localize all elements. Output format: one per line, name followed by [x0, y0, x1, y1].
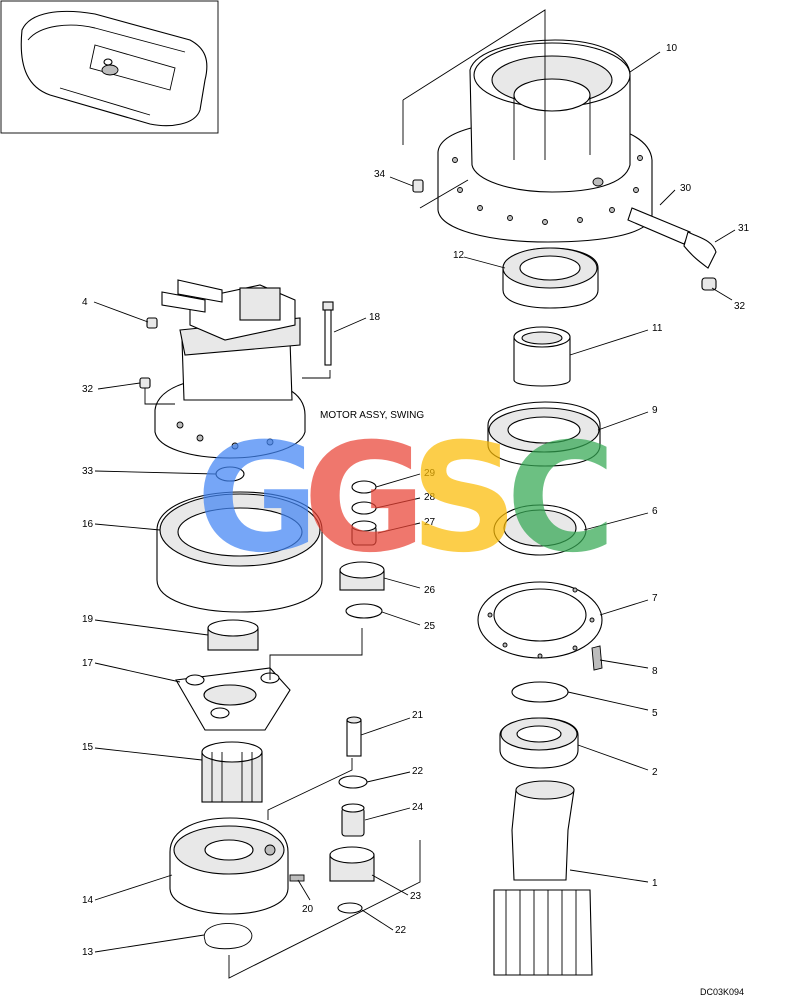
callout-12: 12: [453, 250, 465, 261]
assembly-label: MOTOR ASSY, SWING: [320, 410, 424, 421]
callout-6: 6: [652, 506, 658, 517]
callout-17: 17: [82, 658, 94, 669]
callout-labels: 10 34 30 31 32 12 11 9 6 7 8 5 2 1 4 18 …: [82, 43, 750, 958]
callout-5: 5: [652, 708, 658, 719]
ring-gear-16: [156, 491, 323, 613]
callout-23: 23: [410, 891, 422, 902]
bearing-2: [499, 717, 579, 769]
bearing-12: [502, 247, 599, 309]
oil-seal-6: [493, 504, 587, 556]
plug-34: [412, 179, 424, 193]
callout-9: 9: [652, 405, 658, 416]
callout-25: 25: [424, 621, 436, 632]
shaft-21: [346, 716, 362, 757]
collar-11: [513, 326, 571, 387]
callout-1: 1: [652, 878, 658, 889]
needle-bearing-24: [341, 803, 365, 837]
swing-motor-assy: [154, 279, 306, 459]
callout-18: 18: [369, 312, 381, 323]
callout-21: 21: [412, 710, 424, 721]
callout-31: 31: [738, 223, 750, 234]
callout-15: 15: [82, 742, 94, 753]
callout-4: 4: [82, 297, 88, 308]
gear-15: [201, 741, 263, 803]
washer-25: [345, 603, 383, 619]
callout-33: 33: [82, 466, 94, 477]
callout-19: 19: [82, 614, 94, 625]
watermark-letter-4: C: [506, 412, 616, 586]
bearing-9: [487, 401, 601, 467]
gear-26: [339, 561, 385, 591]
bearing-27: [351, 520, 377, 546]
o-ring-5: [511, 681, 569, 703]
bolt-18: [302, 301, 334, 379]
callout-32-cap: 32: [734, 301, 746, 312]
watermark-letter-1: G: [196, 412, 319, 586]
plug-32-motor: [139, 377, 151, 389]
plug-4: [146, 317, 158, 329]
callout-20: 20: [302, 904, 314, 915]
carrier-14: [169, 817, 289, 915]
watermark-logo: G G S C: [196, 412, 616, 586]
watermark-letter-2: G: [303, 412, 426, 586]
swing-housing: [437, 39, 653, 243]
pinion-shaft-1: [493, 780, 593, 976]
drain-pipe: [627, 207, 717, 291]
bolt-8: [591, 645, 603, 671]
leader-lines: [93, 51, 736, 953]
callout-14: 14: [82, 895, 94, 906]
callout-22-upper: 22: [412, 766, 424, 777]
sun-gear-19: [207, 619, 259, 651]
watermark-letter-3: S: [410, 412, 518, 586]
washer-22-upper: [338, 775, 368, 789]
callout-27: 27: [424, 517, 436, 528]
callout-30: 30: [680, 183, 692, 194]
callout-32-motor: 32: [82, 384, 94, 395]
callout-22-lower: 22: [395, 925, 407, 936]
washer-22-lower: [337, 902, 363, 914]
cover-ring-7: [477, 581, 603, 659]
callout-28: 28: [424, 492, 436, 503]
carrier-17: [175, 667, 291, 731]
pin-20: [289, 874, 305, 882]
callout-11: 11: [652, 323, 663, 334]
planet-gear-23: [329, 846, 375, 882]
callout-8: 8: [652, 666, 658, 677]
machine-locator-inset: [0, 0, 219, 134]
callout-26: 26: [424, 585, 436, 596]
callout-2: 2: [652, 767, 658, 778]
callout-10: 10: [666, 43, 678, 54]
callout-16: 16: [82, 519, 94, 530]
callout-13: 13: [82, 947, 94, 958]
drawing-code: DC03K094: [700, 987, 744, 997]
callout-7: 7: [652, 593, 658, 604]
callout-24: 24: [412, 802, 424, 813]
callout-34: 34: [374, 169, 386, 180]
callout-29: 29: [424, 468, 436, 479]
snap-ring-13: [203, 923, 253, 950]
